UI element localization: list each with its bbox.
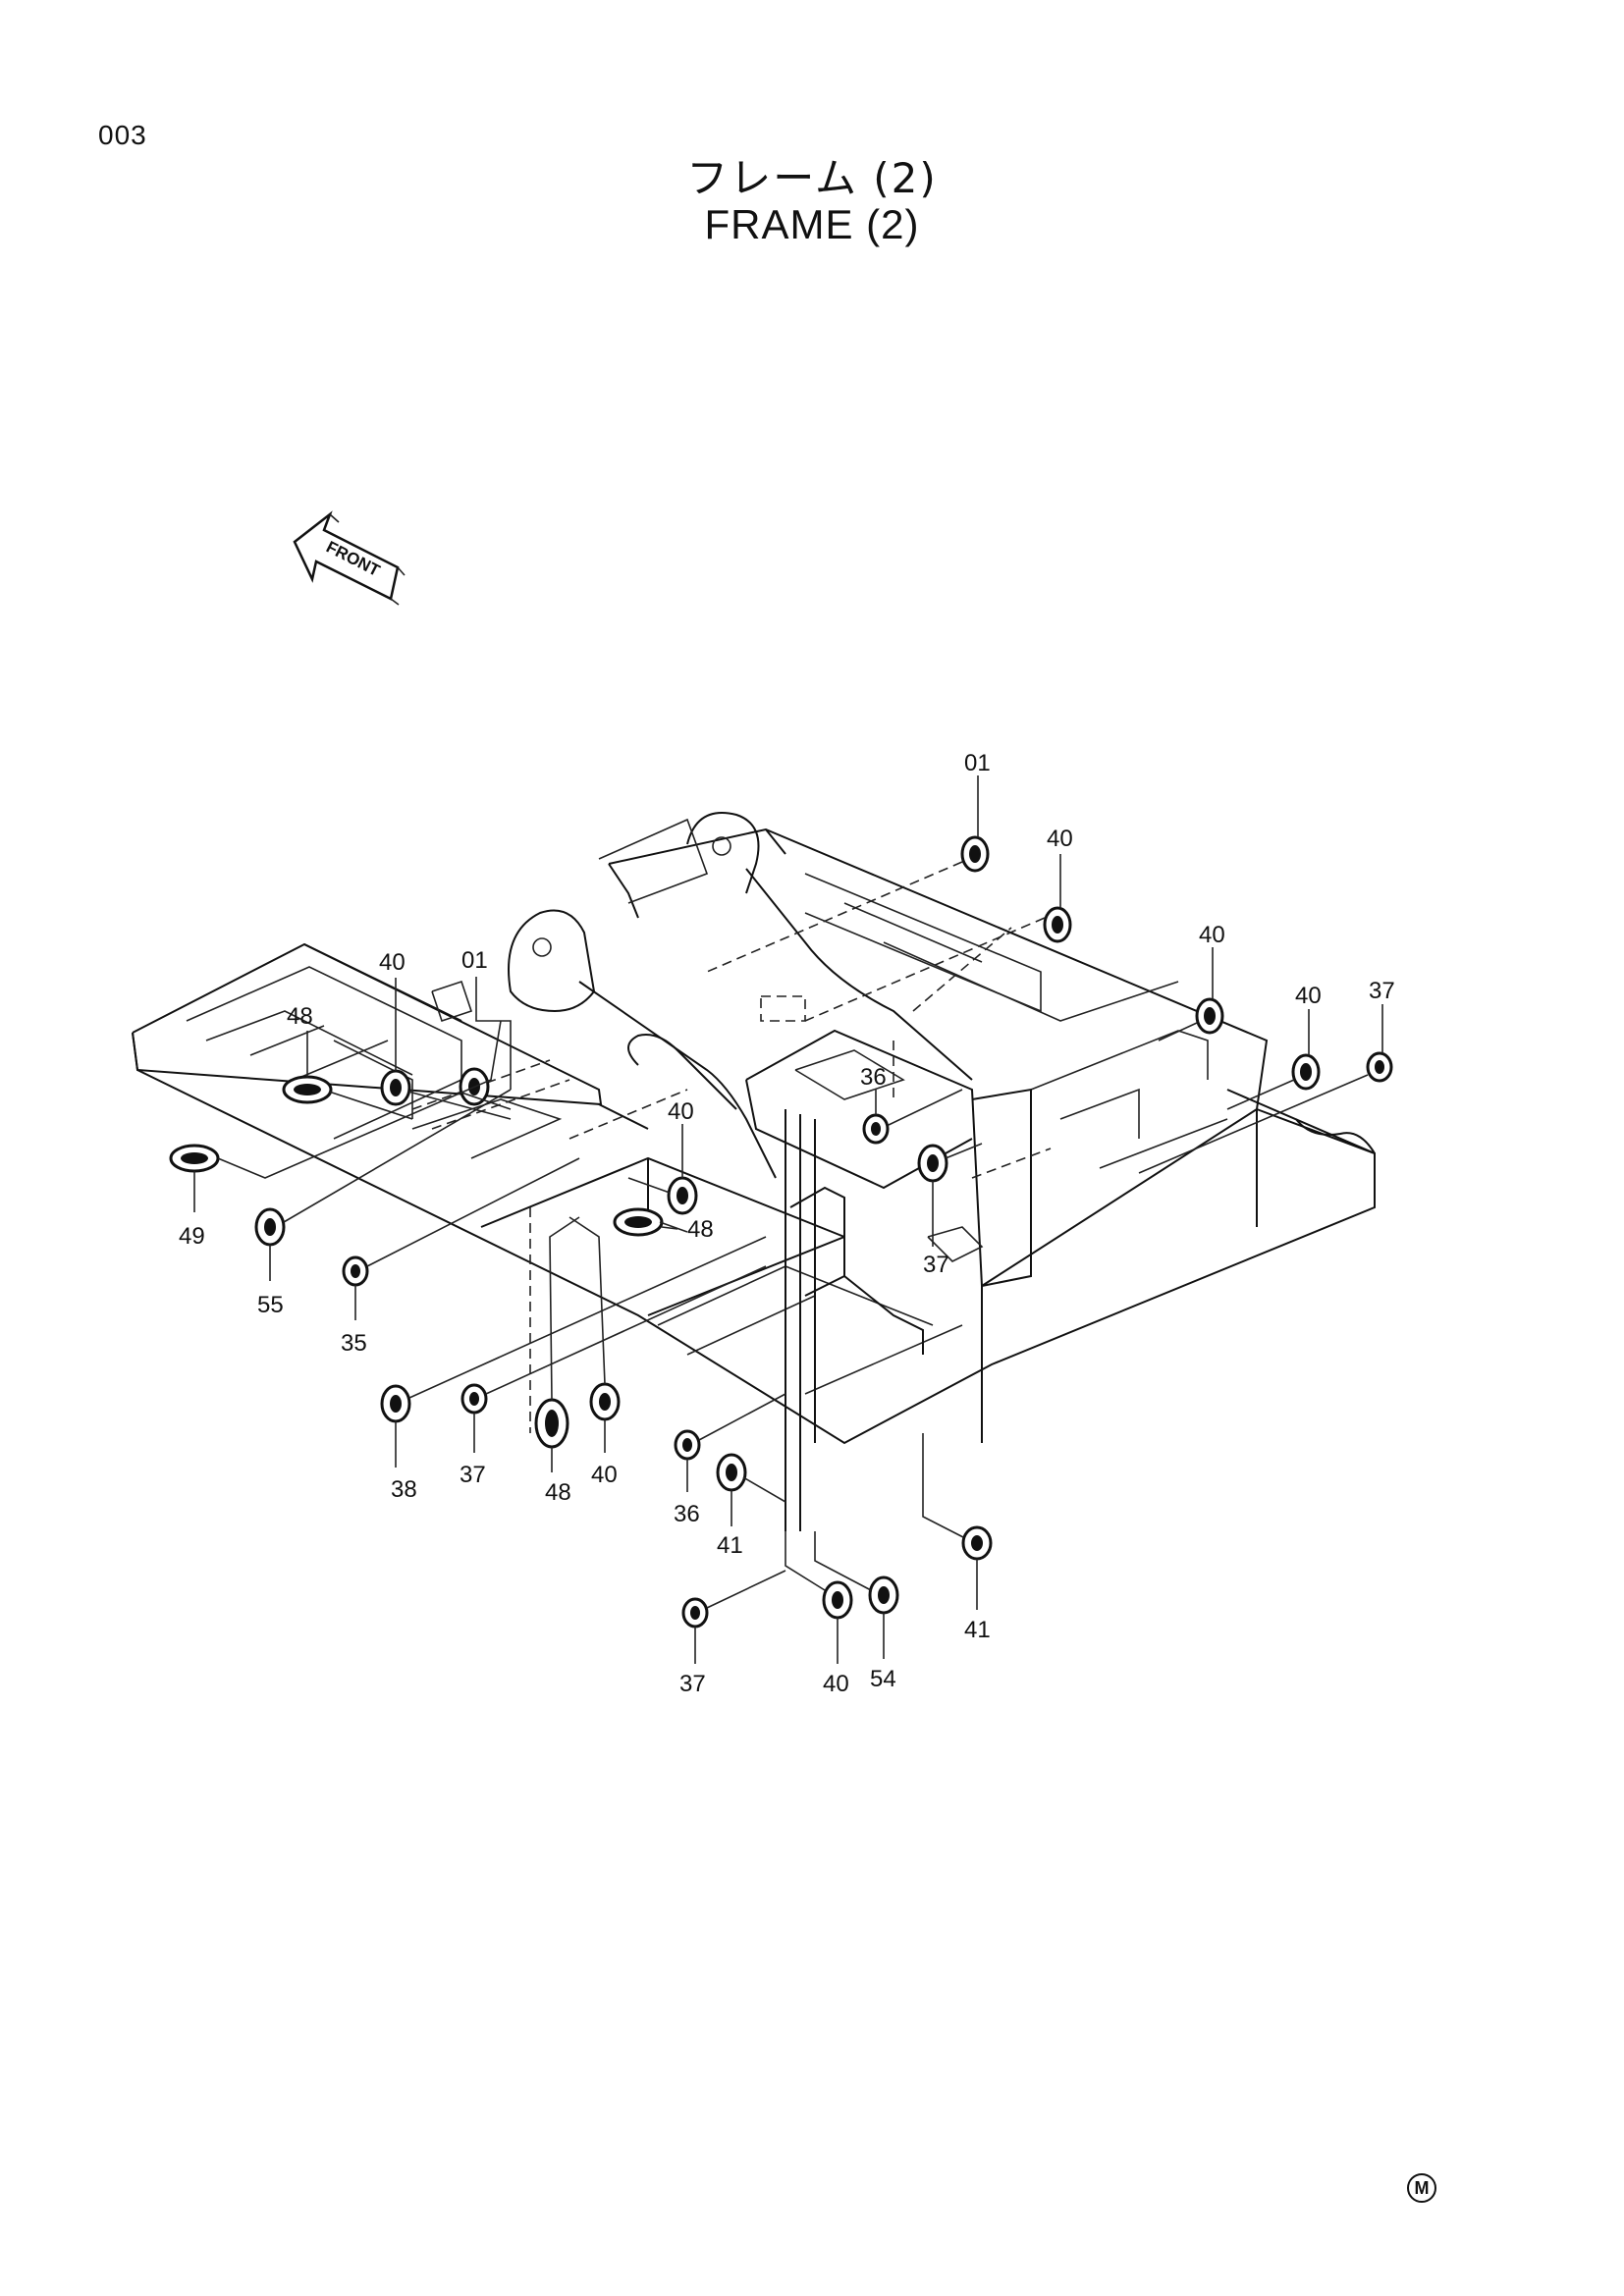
grommet-parts [169,835,1393,1629]
callout-40-d: 40 [591,1462,618,1488]
m-mark: M [1407,2173,1436,2203]
callout-49: 49 [179,1223,205,1250]
callout-48-b: 48 [687,1216,714,1243]
leader-lines [217,861,1369,1609]
callout-35: 35 [341,1330,367,1357]
frame-body [132,812,1376,1531]
callout-38: 38 [391,1476,417,1503]
callout-36-a: 36 [860,1064,887,1091]
callout-40-c: 40 [1295,983,1322,1009]
callout-40-left: 40 [379,949,406,976]
callout-40-a: 40 [1047,826,1073,852]
callout-37-c: 37 [460,1462,486,1488]
callout-41-a: 41 [717,1532,743,1559]
callout-leaders [193,775,1383,1664]
callout-01-top: 01 [964,750,991,776]
callout-48-a: 48 [287,1003,313,1030]
callout-37-b: 37 [923,1252,949,1278]
callout-40-e: 40 [823,1671,849,1697]
callout-54: 54 [870,1666,896,1692]
callout-41-b: 41 [964,1617,991,1643]
page-title-japanese: フレーム (2) [686,154,938,202]
callout-37-a: 37 [1369,978,1395,1004]
callout-labels: 01 40 40 40 37 40 01 48 49 55 35 40 48 3… [179,750,1395,1697]
page-number: 003 [98,120,147,150]
callout-36-b: 36 [674,1501,700,1527]
callout-40-mid: 40 [668,1098,694,1125]
callout-55: 55 [257,1292,284,1318]
callout-48-c: 48 [545,1479,571,1506]
callout-01-left: 01 [461,947,488,974]
callout-37-d: 37 [679,1671,706,1697]
front-arrow-icon: FRONT [293,510,406,606]
callout-40-b: 40 [1199,922,1225,948]
page-title-english: FRAME (2) [704,201,920,247]
